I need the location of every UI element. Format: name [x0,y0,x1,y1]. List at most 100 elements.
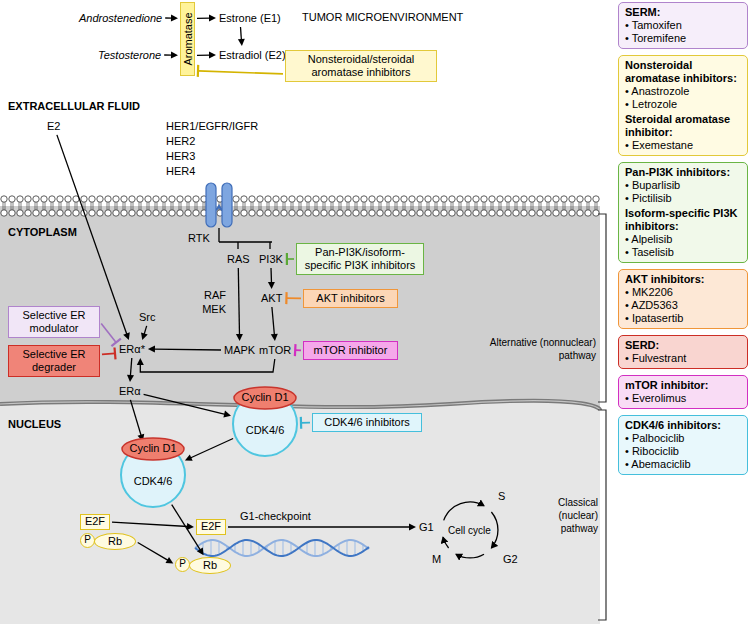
inhibition-line [101,324,121,347]
connector-line [165,17,172,18]
dna-strand [195,540,369,556]
diagram-label: NUCLEUS [8,418,61,431]
drug-class-panel: SERD:• Fulvestrant [618,335,748,369]
molecule-label: Estrone (E1) [218,11,282,25]
diagram-label: HER4 [166,165,195,178]
diagram-label: CYTOPLASM [8,226,77,239]
node-text: Cyclin D1 [120,442,186,454]
inhibition-line [295,344,301,356]
drug-name: • Exemestane [625,139,741,152]
inhibitor-box: Selective ER degrader [8,345,100,377]
activation-arrow [271,307,278,341]
node-text: AKT [261,291,282,305]
node-text: Estrone (E1) [219,11,281,25]
arrowhead [223,411,231,418]
arrowhead [148,346,155,353]
diagram-label: S [498,490,505,503]
arrowhead [171,15,178,22]
node-text: Androstenedione [79,11,162,25]
phosphate-circle: P [175,557,190,572]
drug-name: • AZD5363 [625,299,741,312]
connector-line [154,348,221,350]
drug-name: • Palbociclib [625,432,741,445]
node-text: P [176,558,189,570]
drug-name: • Abemaciclib [625,458,741,471]
diagram-label: Cell cycle [448,524,491,537]
drug-class-panel: AKT inhibitors:• MK2206• AZD5363• Ipatas… [618,269,748,329]
molecule-label: ERα [118,384,142,398]
cyclin-cdk-complex: Cyclin D1CDK4/6 [232,384,298,458]
drug-name: • Taselisib [625,246,741,259]
diagram-label: TUMOR MICROENVIRONMENT [302,11,463,24]
node-text: Nonsteroidal/steroidal aromatase inhibit… [290,53,432,79]
arrowhead [137,358,144,365]
transcription-factor-box: E2F [196,519,226,535]
node-text: CDK4/6 [232,424,298,436]
diagram-label: Classical (nuclear) pathway [520,496,598,535]
node-text: mTOR [259,343,291,357]
connector-line [238,268,239,335]
panel-heading: Isoform-specific PI3K inhibitors: [625,207,741,233]
drug-name: • MK2206 [625,286,741,299]
activation-arrow [165,15,178,22]
diagram-label: RTK [188,232,210,245]
arrowhead [123,332,130,340]
connector-line [112,522,188,526]
inhibition-bar [286,253,288,265]
connector-line [102,353,115,354]
arrowhead [268,282,275,289]
connector-line [130,400,141,436]
node-text: Estradiol (E2) [219,48,286,62]
drug-class-panel: CDK4/6 inhibitors:• Palbociclib• Ribocic… [618,415,748,475]
node-text: ERα [119,384,141,398]
arrowhead [236,334,243,341]
nucleus-ground [0,401,600,624]
node-text: Rb [190,558,230,572]
node-text: Testosterone [98,48,161,62]
node-text: Src [139,310,156,324]
inhibition-line [286,292,301,304]
molecule-label: G1 [418,520,435,534]
activation-arrow [236,268,243,341]
drug-name: • Ribociclib [625,445,741,458]
activation-arrow [112,522,194,530]
molecule-label: AKT [260,291,283,305]
connector-line [130,358,131,376]
activation-arrow [268,268,275,289]
inhibition-bar [115,348,116,360]
node-text: ERα* [119,342,145,356]
connector-line [301,422,310,424]
node-text: E2 [47,119,60,133]
drug-name: • Letrozole [625,98,741,111]
drug-name: • Anastrozole [625,85,741,98]
panel-heading: Nonsteroidal aromatase inhibitors: [625,59,741,85]
molecule-label: Src [138,310,157,324]
rtk-bracket [219,228,272,249]
inhibition-line [301,417,310,429]
activation-arrow [144,394,231,417]
inhibition-bar [197,65,200,77]
inhibition-bar [294,344,297,356]
connector-line [272,307,275,335]
edge-label: RAF MEK [196,288,226,316]
panel-heading: mTOR inhibitor: [625,379,741,392]
panel-heading: SERD: [625,339,741,352]
receptor-subunit [206,183,216,227]
drug-name: • Alpelisib [625,233,741,246]
drug-name: • Toremifene [625,32,741,45]
molecule-label: MAPK [223,343,256,357]
node-text: E2F [81,515,109,528]
pathway-bracket [598,214,606,620]
node-text: G1 [419,520,434,534]
activation-arrow [130,400,144,442]
panel-heading: SERM: [625,6,741,19]
node-text: Selective ER degrader [13,348,95,374]
dna-helix [195,540,369,556]
connector-line [164,54,172,56]
node-text: PI3K [259,252,283,266]
drug-name: • Everolimus [625,392,741,405]
arrowhead [209,15,216,22]
connector-line [240,27,242,40]
node-text: RAS [227,252,250,266]
inhibition-line [287,253,294,265]
